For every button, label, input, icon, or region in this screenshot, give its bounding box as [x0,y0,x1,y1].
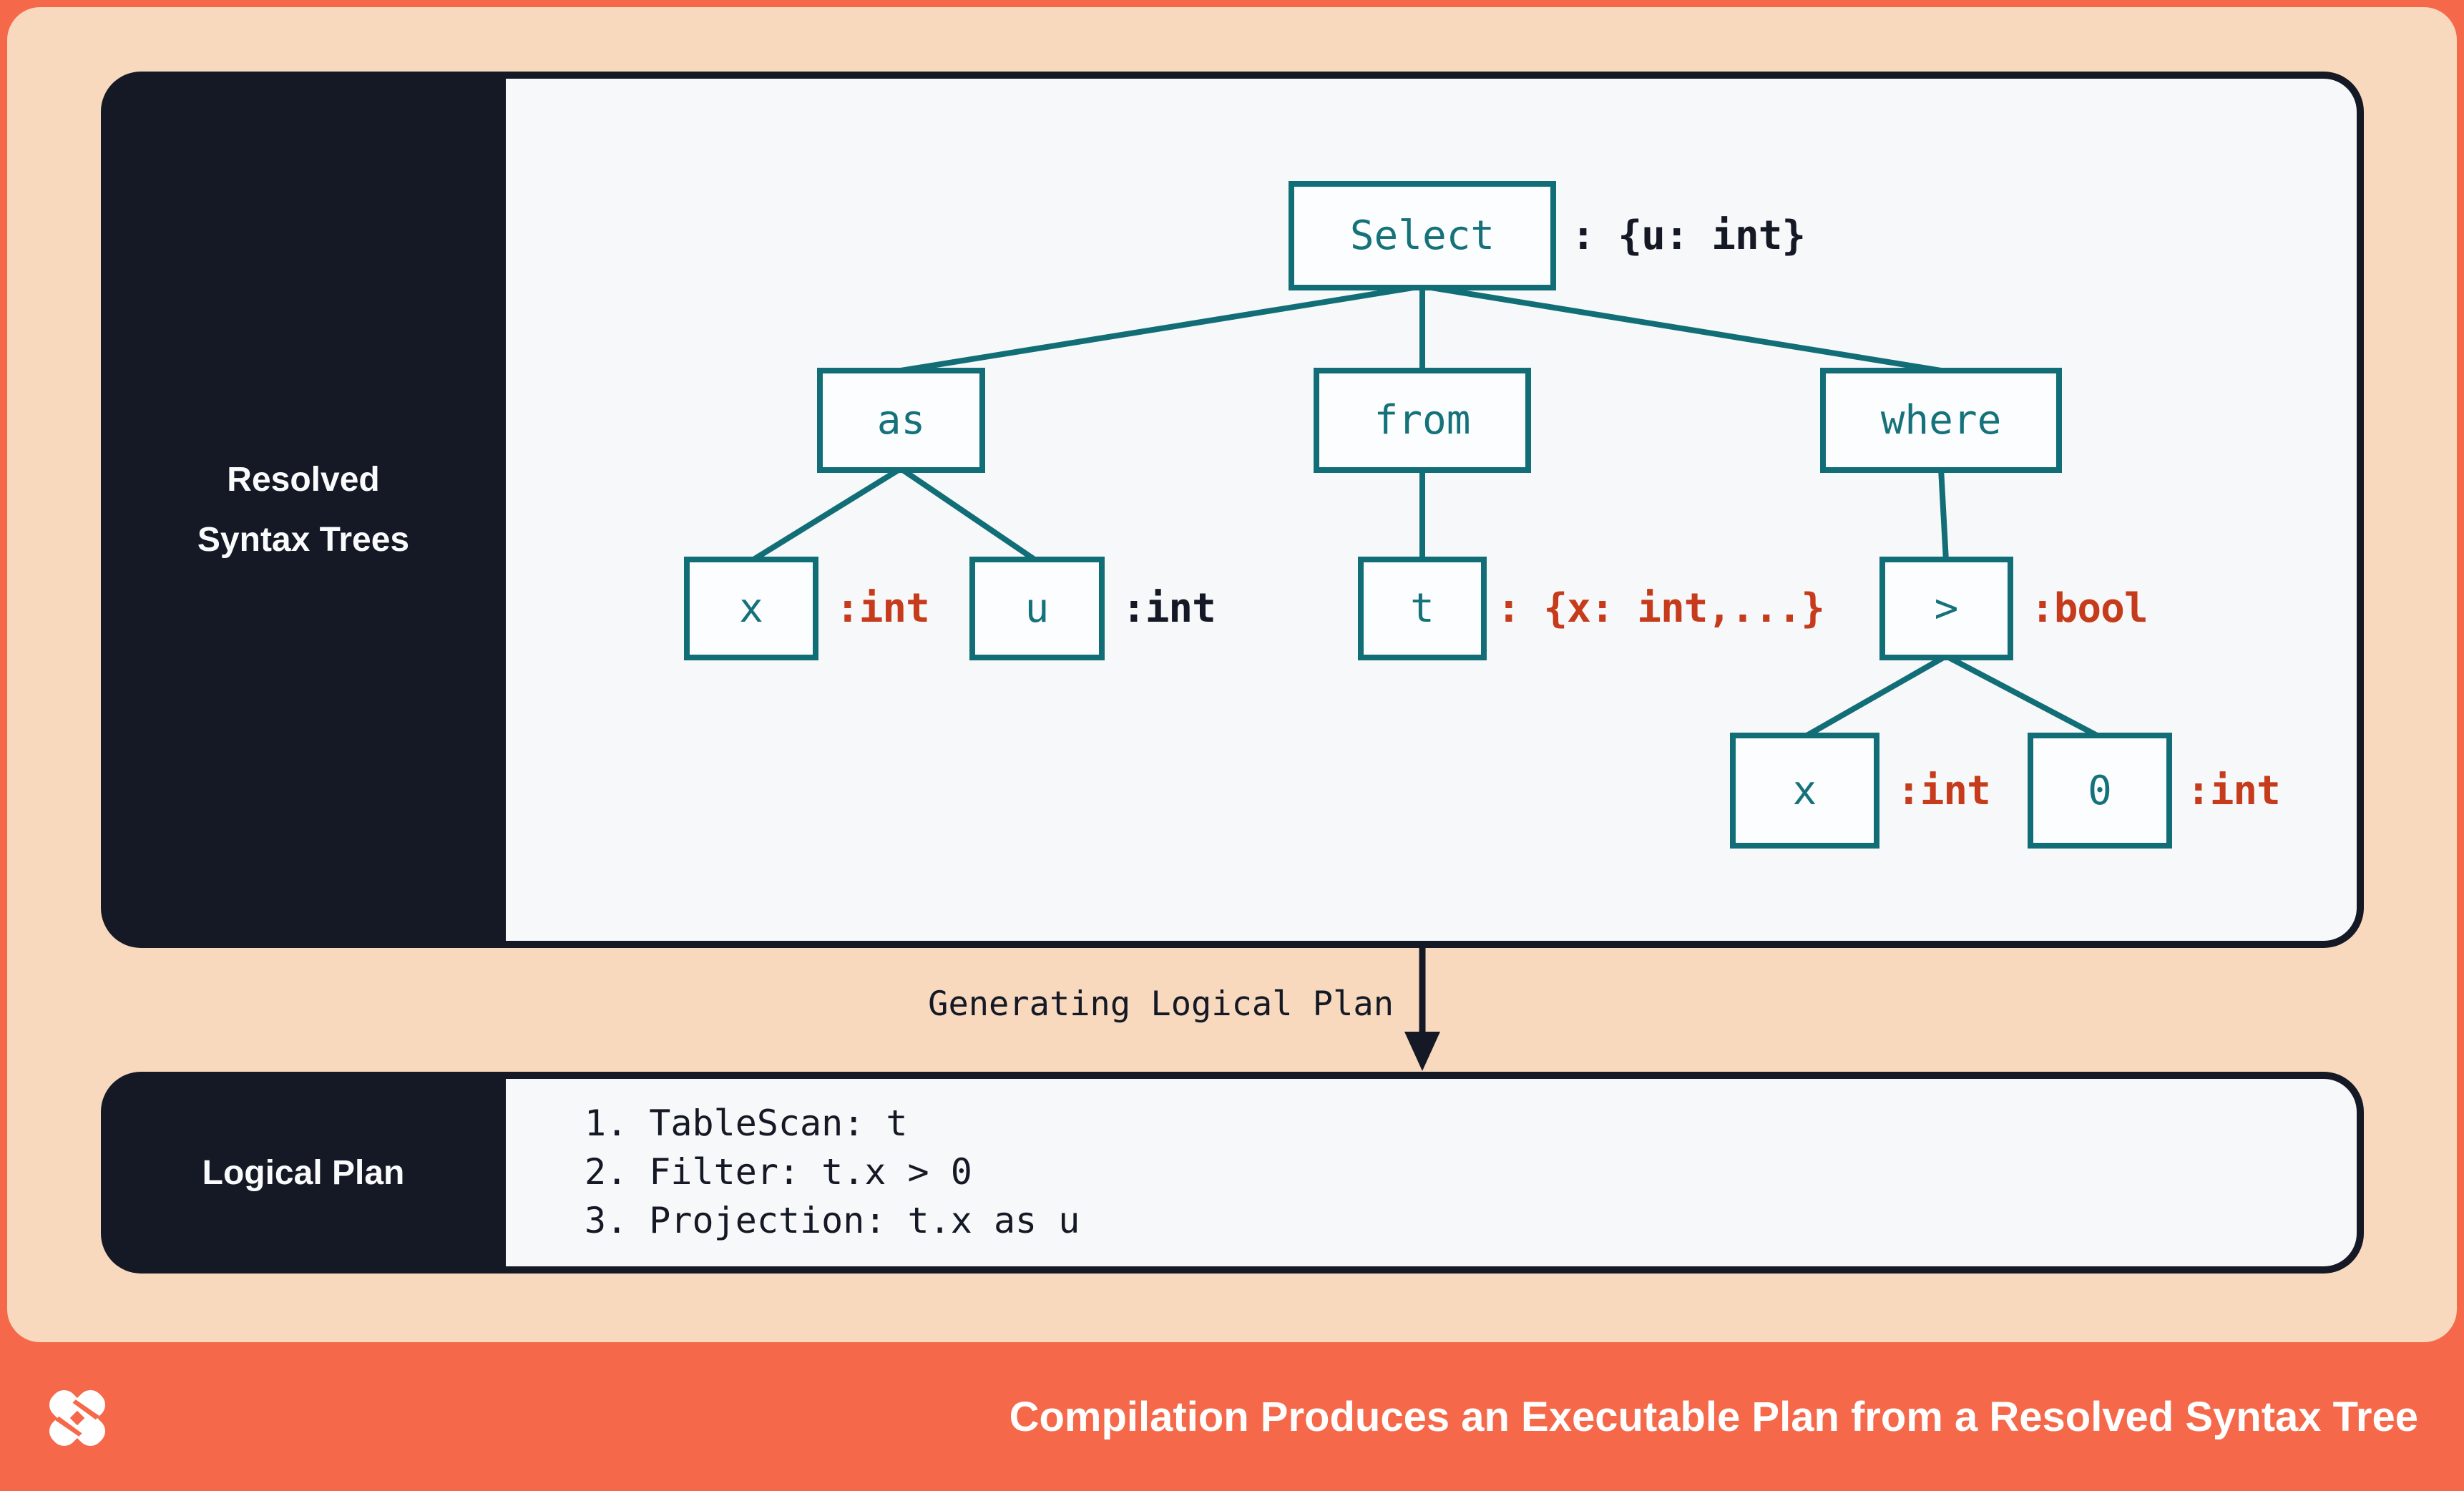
tree-node-x-where-label: x [1792,767,1817,814]
logical-plan-step: 2. Filter: t.x > 0 [585,1151,972,1193]
tree-node-from: from [1314,368,1531,473]
logical-plan-label-text: Logical Plan [202,1153,405,1192]
transition-label: Generating Logical Plan [928,984,1394,1024]
tree-node-as-label: as [876,397,926,444]
logical-plan-label: Logical Plan [101,1072,506,1274]
type-annotation-gt: :bool [2030,585,2148,632]
type-annotation-x-as: :int [836,585,930,632]
tree-node-where-label: where [1880,397,2002,444]
tree-node-x-as-label: x [739,585,763,632]
logical-plan-step: 1. TableScan: t [585,1103,908,1144]
tree-node-t: t [1358,557,1487,660]
type-annotation-select: : {u: int} [1571,212,1806,259]
resolved-panel-label-text: Resolved Syntax Trees [197,460,410,559]
type-annotation-u: :int [1122,585,1216,632]
tree-node-x-as: x [684,557,818,660]
logical-plan-steps: 1. TableScan: t 2. Filter: t.x > 0 3. Pr… [585,1099,1080,1245]
logical-plan-panel [101,1072,2364,1274]
type-annotation-x-where: :int [1897,767,1991,814]
logical-plan-step: 3. Projection: t.x as u [585,1200,1080,1241]
tree-node-select-label: Select [1349,212,1495,259]
tree-node-where: where [1820,368,2062,473]
tree-node-as: as [817,368,985,473]
tree-node-zero-label: 0 [2088,767,2112,814]
tree-node-select: Select [1289,181,1556,290]
tree-node-zero: 0 [2028,733,2172,849]
tree-node-u: u [969,557,1105,660]
tree-node-t-label: t [1410,585,1434,632]
type-annotation-zero: :int [2186,767,2281,814]
tree-node-gt-label: > [1934,585,1959,632]
logical-panel-content [506,1079,2357,1266]
tree-node-gt: > [1879,557,2013,660]
tree-node-u-label: u [1025,585,1050,632]
footer-title: Compilation Produces an Executable Plan … [1009,1393,2418,1440]
tree-node-x-where: x [1730,733,1879,849]
type-annotation-t: : {x: int,...} [1497,585,1825,632]
x-pinwheel-logo [49,1389,106,1447]
tree-node-from-label: from [1374,397,1471,444]
resolved-panel-label: Resolved Syntax Trees [101,72,506,948]
